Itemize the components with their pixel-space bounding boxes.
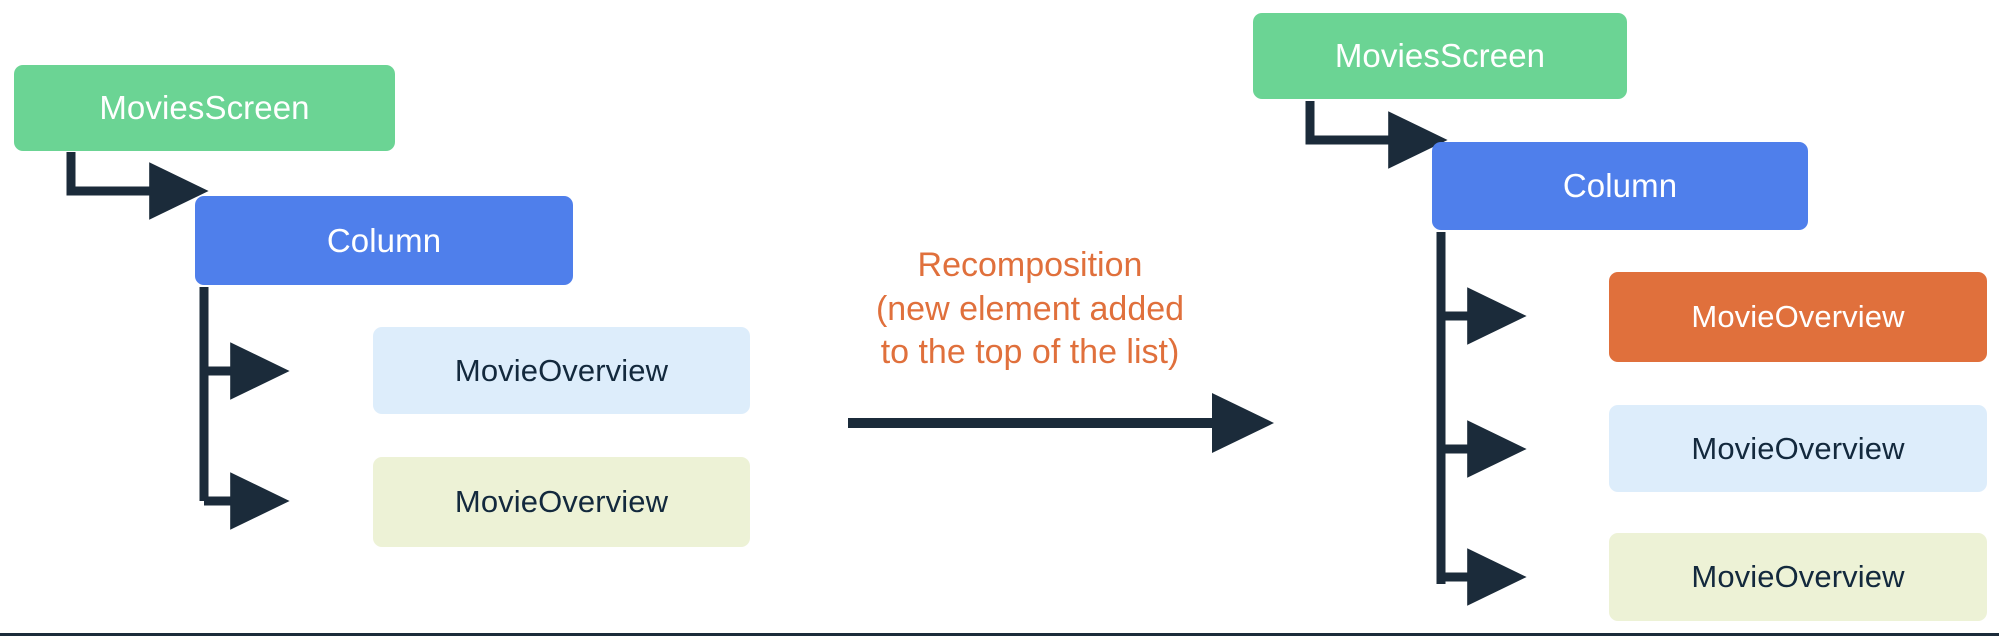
right-node-movieoverview-3[interactable]: MovieOverview <box>1609 533 1987 621</box>
edge-right-moviesscreen-to-column <box>1305 101 1448 169</box>
left-node-column[interactable]: Column <box>195 196 573 285</box>
right-node-moviesscreen[interactable]: MoviesScreen <box>1253 13 1627 99</box>
left-node-movieoverview-2[interactable]: MovieOverview <box>373 457 750 547</box>
bottom-divider <box>0 633 1999 636</box>
left-node-movieoverview-1[interactable]: MovieOverview <box>373 327 750 414</box>
right-node-movieoverview-1[interactable]: MovieOverview <box>1609 272 1987 362</box>
right-node-movieoverview-2[interactable]: MovieOverview <box>1609 405 1987 492</box>
left-node-moviesscreen[interactable]: MoviesScreen <box>14 65 395 151</box>
transition-caption: Recomposition (new element added to the … <box>875 246 1185 372</box>
right-node-column[interactable]: Column <box>1432 142 1808 230</box>
edge-left-moviesscreen-to-column <box>66 152 209 220</box>
